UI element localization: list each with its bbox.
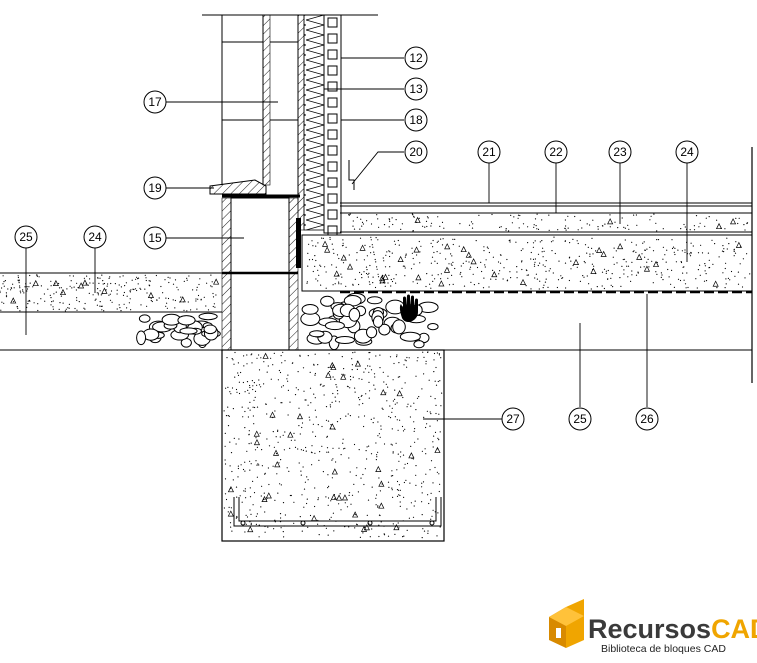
callout-25-exterior-label: 25 bbox=[19, 230, 33, 244]
callout-27: 27 bbox=[501, 407, 525, 431]
gravel-fill bbox=[136, 292, 439, 351]
callout-19-label: 19 bbox=[148, 181, 162, 195]
callout-23: 23 bbox=[608, 140, 632, 164]
callout-26: 26 bbox=[635, 407, 659, 431]
callout-18: 18 bbox=[404, 108, 428, 132]
logo-tagline: Biblioteca de bloques CAD bbox=[601, 643, 726, 655]
callout-17: 17 bbox=[143, 90, 167, 114]
block-wall bbox=[202, 14, 378, 200]
callout-19: 19 bbox=[143, 176, 167, 200]
interior-slab bbox=[301, 234, 753, 294]
recursoscad-logo: RecursosCAD Biblioteca de bloques CAD bbox=[549, 599, 757, 655]
callout-13: 13 bbox=[404, 77, 428, 101]
callout-15: 15 bbox=[143, 226, 167, 250]
callout-26-label: 26 bbox=[640, 412, 654, 426]
callout-15-label: 15 bbox=[148, 231, 162, 245]
callout-13-label: 13 bbox=[409, 82, 423, 96]
cube-icon bbox=[549, 599, 584, 648]
logo-name-part1: Recursos bbox=[588, 614, 711, 644]
callout-17-label: 17 bbox=[148, 95, 162, 109]
callout-25-interior: 25 bbox=[568, 407, 592, 431]
callout-24-exterior: 24 bbox=[83, 225, 107, 249]
insulation-layer bbox=[297, 14, 325, 231]
foundation-footing bbox=[221, 349, 445, 542]
callout-23-label: 23 bbox=[613, 145, 627, 159]
callout-24-exterior-label: 24 bbox=[88, 230, 102, 244]
window-sill bbox=[209, 179, 300, 198]
callout-24-interior-label: 24 bbox=[680, 145, 694, 159]
foundation-wall bbox=[221, 197, 301, 351]
svg-text:RecursosCAD: RecursosCAD bbox=[588, 614, 757, 644]
callout-20-label: 20 bbox=[409, 145, 423, 159]
callout-12: 12 bbox=[404, 46, 428, 70]
callout-25-interior-label: 25 bbox=[573, 412, 587, 426]
brick-facing bbox=[323, 14, 342, 236]
callout-12-label: 12 bbox=[409, 51, 423, 65]
callout-24-interior: 24 bbox=[675, 140, 699, 164]
hand-icon bbox=[399, 294, 418, 322]
callout-21: 21 bbox=[477, 140, 501, 164]
callout-25-exterior: 25 bbox=[14, 225, 38, 249]
floor-layers bbox=[340, 202, 752, 233]
callout-27-label: 27 bbox=[506, 412, 520, 426]
callout-21-label: 21 bbox=[482, 145, 496, 159]
callout-22-label: 22 bbox=[549, 145, 563, 159]
logo-name-part2: CAD bbox=[711, 614, 757, 644]
leader-lines bbox=[25, 57, 688, 420]
flashing bbox=[348, 160, 355, 190]
callout-20: 20 bbox=[404, 140, 428, 164]
callout-22: 22 bbox=[544, 140, 568, 164]
exterior-slab bbox=[0, 272, 222, 313]
rebar bbox=[233, 497, 442, 527]
callout-18-label: 18 bbox=[409, 113, 423, 127]
